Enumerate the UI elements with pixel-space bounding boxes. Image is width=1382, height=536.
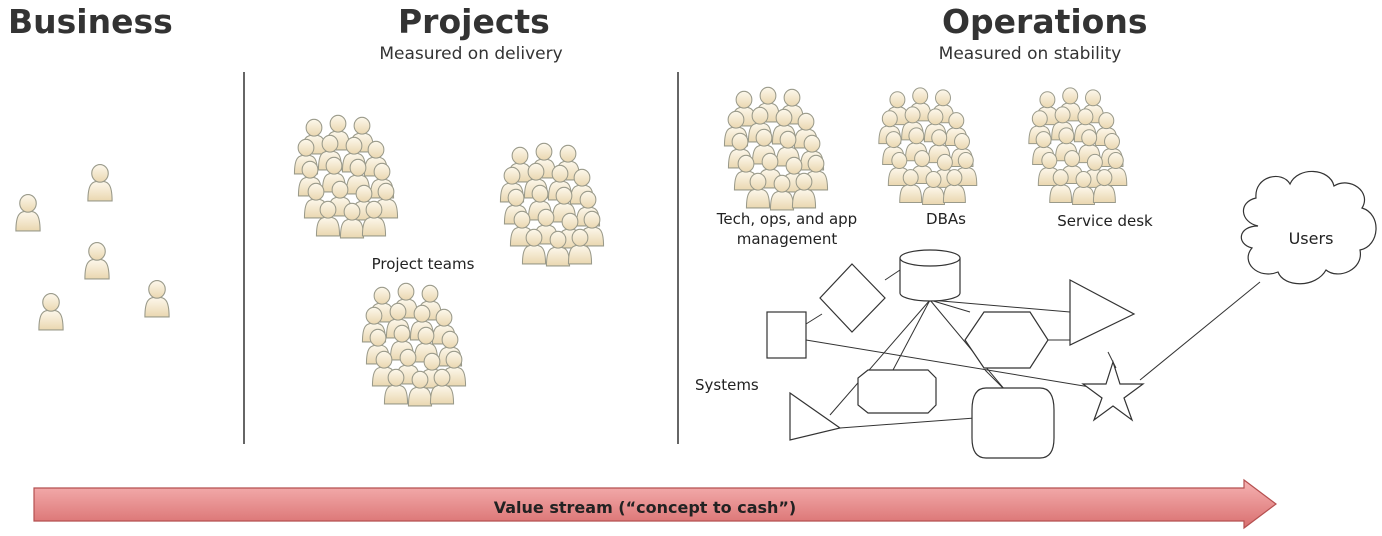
project-team-crowd	[293, 114, 399, 239]
system-octagon	[857, 369, 937, 414]
value-stream-arrow	[33, 478, 1277, 530]
service-desk-label: Service desk	[1057, 212, 1153, 230]
system-star	[1081, 360, 1145, 422]
dbas-label: DBAs	[926, 210, 966, 228]
person-icon	[144, 280, 170, 318]
system-diamond	[819, 263, 886, 333]
tech-ops-label-line2: management	[736, 230, 838, 248]
systems-diagram	[766, 249, 1145, 459]
service-desk-crowd	[1028, 87, 1128, 205]
system-hexagon	[964, 311, 1049, 369]
system-left-triangle	[789, 391, 842, 441]
person-icon	[87, 164, 113, 202]
project-team-crowd	[499, 142, 605, 267]
systems-label: Systems	[695, 376, 759, 394]
section-subtitle-projects: Measured on delivery	[379, 44, 563, 64]
person-icon	[84, 242, 110, 280]
section-subtitle-operations: Measured on stability	[938, 44, 1122, 64]
dbas-crowd	[878, 87, 978, 205]
section-title-operations: Operations	[942, 2, 1148, 41]
system-rectangle	[766, 311, 807, 359]
person-icon	[38, 293, 64, 331]
users-label: Users	[1288, 229, 1334, 248]
project-teams-label: Project teams	[371, 255, 475, 273]
system-right-triangle	[1069, 279, 1136, 346]
system-rounded-box	[971, 387, 1055, 459]
section-title-business: Business	[8, 2, 173, 41]
tech-ops-crowd	[723, 86, 829, 211]
business-people	[15, 164, 170, 331]
person-icon	[15, 194, 41, 232]
project-team-crowd	[361, 282, 467, 407]
tech-ops-label-line1: Tech, ops, and app	[716, 210, 858, 228]
users-cloud-icon	[1240, 170, 1377, 285]
system-database-cylinder	[899, 249, 961, 302]
value-stream-label: Value stream (“concept to cash”)	[493, 498, 797, 517]
section-title-projects: Projects	[398, 2, 550, 41]
